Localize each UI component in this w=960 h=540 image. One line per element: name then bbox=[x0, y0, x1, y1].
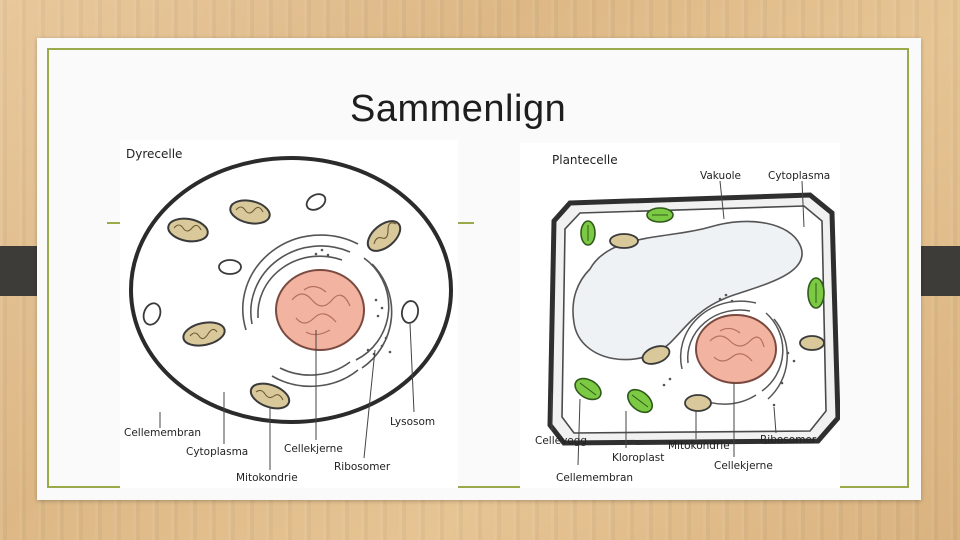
plant-ribosomes bbox=[662, 293, 796, 407]
plant-endoplasmic-reticulum bbox=[679, 300, 788, 405]
animal-nucleus bbox=[275, 269, 365, 351]
label-plant-ribosomer: Ribosomer bbox=[760, 434, 817, 446]
plant-cell-heading: Plantecelle bbox=[552, 153, 618, 167]
plant-nucleus bbox=[695, 314, 777, 384]
label-plant-cellekjerne: Cellekjerne bbox=[714, 460, 773, 472]
plant-chloroplast-thylakoids bbox=[579, 214, 817, 408]
label-animal-ribosomer: Ribosomer bbox=[334, 461, 391, 473]
plant-vacuole bbox=[572, 220, 803, 361]
animal-mitochondria-cristae bbox=[173, 206, 397, 401]
label-animal-lysosom: Lysosom bbox=[390, 416, 435, 428]
plant-mitochondria bbox=[609, 233, 825, 412]
label-animal-cellekjerne: Cellekjerne bbox=[284, 443, 343, 455]
plant-leader-lines bbox=[551, 180, 805, 466]
label-animal-cellemembran: Cellemembran bbox=[124, 427, 201, 439]
label-plant-cellevegg: Cellevegg bbox=[535, 435, 587, 447]
label-plant-kloroplast: Kloroplast bbox=[612, 452, 664, 464]
plant-cell-diagram: Plantecelle bbox=[535, 153, 840, 484]
plant-chromatin bbox=[709, 327, 765, 362]
animal-cell-diagram: Dyrecelle bbox=[124, 147, 453, 484]
label-plant-vakuole: Vakuole bbox=[700, 170, 741, 182]
animal-chromatin bbox=[291, 285, 351, 336]
plant-cell-panel: Plantecelle bbox=[520, 143, 840, 488]
accent-line-left bbox=[107, 222, 124, 224]
label-plant-cytoplasma: Cytoplasma bbox=[768, 170, 830, 182]
animal-cell-panel: Dyrecelle bbox=[120, 140, 458, 488]
animal-ribosomes bbox=[314, 248, 392, 356]
label-plant-cellemembran: Cellemembran bbox=[556, 472, 633, 484]
animal-mitochondria bbox=[167, 199, 402, 410]
label-animal-mitokondrie: Mitokondrie bbox=[236, 472, 298, 484]
animal-leader-lines bbox=[159, 323, 415, 470]
accent-line-right bbox=[456, 222, 474, 224]
label-plant-mitokondrie: Mitokondrie bbox=[668, 440, 730, 452]
label-animal-cytoplasma: Cytoplasma bbox=[186, 446, 248, 458]
slide-title: Sammenlign bbox=[350, 88, 567, 130]
animal-lysosomes bbox=[142, 193, 420, 326]
slide-frame bbox=[47, 48, 909, 488]
animal-cell-heading: Dyrecelle bbox=[126, 147, 182, 161]
